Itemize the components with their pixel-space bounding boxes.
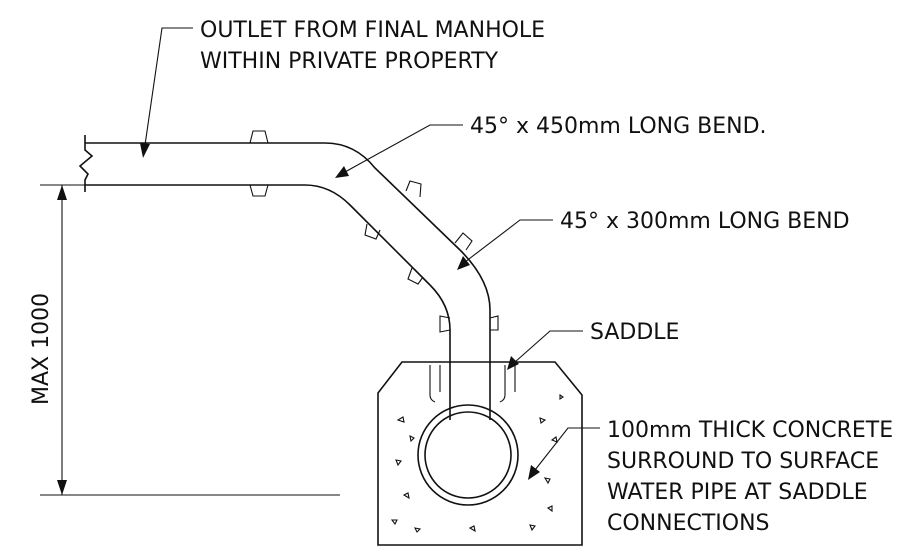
outlet-pipe bbox=[78, 135, 461, 286]
bend-300-label: 45° x 300mm LONG BEND bbox=[560, 209, 850, 234]
dimension-max-1000 bbox=[40, 184, 340, 496]
dimension-label: MAX 1000 bbox=[29, 293, 54, 405]
concrete-label-line4: CONNECTIONS bbox=[607, 511, 770, 536]
outlet-label-line1: OUTLET FROM FINAL MANHOLE bbox=[200, 18, 545, 43]
pipe-collars bbox=[249, 130, 499, 333]
concrete-label-line3: WATER PIPE AT SADDLE bbox=[607, 480, 868, 505]
saddle-label: SADDLE bbox=[590, 320, 679, 345]
concrete-label-line1: 100mm THICK CONCRETE bbox=[607, 418, 893, 443]
leader-lines bbox=[140, 27, 600, 480]
outlet-label-line2: WITHIN PRIVATE PROPERTY bbox=[200, 49, 499, 74]
surface-water-pipe bbox=[417, 404, 519, 506]
concrete-label-line2: SURROUND TO SURFACE bbox=[607, 449, 879, 474]
concrete-surround bbox=[377, 361, 583, 546]
bend-450-label: 45° x 450mm LONG BEND. bbox=[470, 114, 767, 139]
riser-pipe bbox=[429, 249, 491, 420]
